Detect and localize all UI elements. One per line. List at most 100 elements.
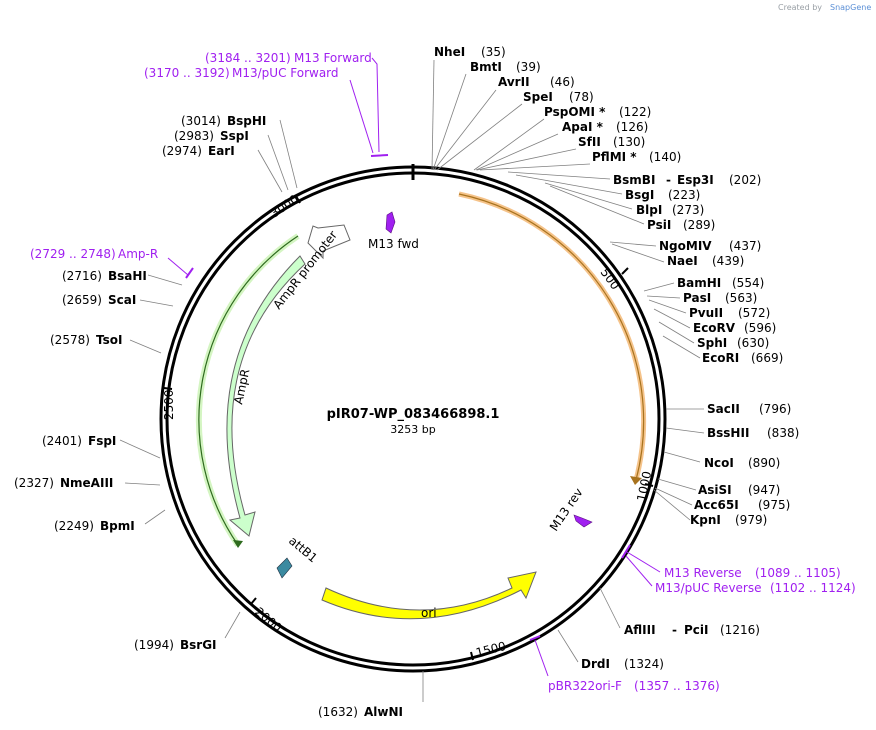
enzyme-name: PflMI *	[592, 150, 637, 164]
tick-label-1500: 1500	[474, 639, 507, 660]
enzyme-name: NcoI	[704, 456, 734, 470]
ampr-promoter-arrow	[307, 224, 351, 260]
ampr-promoter-label: AmpR promoter	[270, 228, 340, 312]
enzyme-position: (796)	[759, 402, 791, 416]
primer-range: (1102 .. 1124)	[770, 581, 856, 595]
enzyme-name: Esp3I	[677, 173, 714, 187]
enzyme-pair-dash: -	[666, 173, 671, 187]
enzyme-name: PsiI	[647, 218, 671, 232]
enzyme-position: (3014)	[181, 114, 221, 128]
ori-arrow	[321, 571, 537, 620]
enzyme-name: EcoRI	[702, 351, 739, 365]
enzyme-position: (975)	[758, 498, 790, 512]
enzyme-name: NmeAIII	[60, 476, 113, 490]
primer-name: M13/pUC Reverse	[655, 581, 762, 595]
enzyme-position: (289)	[683, 218, 715, 232]
enzyme-position: (273)	[672, 203, 704, 217]
enzyme-position: (2401)	[42, 434, 82, 448]
enzyme-name: BsgI	[625, 188, 654, 202]
enzyme-name: SphI	[697, 336, 727, 350]
primer-range: (1357 .. 1376)	[634, 679, 720, 693]
enzyme-position: (140)	[649, 150, 681, 164]
enzyme-name: EcoRV	[693, 321, 736, 335]
tick-label-2000: 2000	[252, 605, 284, 635]
enzyme-position: (2974)	[162, 144, 202, 158]
attb1-label: attB1	[286, 534, 320, 566]
plasmid-length: 3253 bp	[390, 423, 435, 436]
enzyme-position: (2578)	[50, 333, 90, 347]
enzyme-name: PciI	[684, 623, 709, 637]
tick-mark	[644, 483, 654, 487]
leader-line	[371, 57, 380, 153]
enzyme-name: ApaI *	[562, 120, 604, 134]
plasmid-name: pIR07-WP_083466898.1	[327, 407, 500, 422]
enzyme-name: BamHI	[677, 276, 721, 290]
enzyme-name: BsaHI	[108, 269, 147, 283]
primer-name: M13 Forward	[294, 51, 372, 65]
enzyme-position: (630)	[737, 336, 769, 350]
enzyme-name: AvrII	[498, 75, 530, 89]
enzyme-name: PspOMI *	[544, 105, 606, 119]
enzyme-name: PasI	[683, 291, 711, 305]
enzyme-position: (78)	[569, 90, 594, 104]
leader-line	[625, 555, 653, 587]
primer-range: (3170 .. 3192)	[144, 66, 230, 80]
enzyme-name: SspI	[220, 129, 249, 143]
enzyme-position: (2659)	[62, 293, 102, 307]
tick-mark	[621, 267, 629, 275]
attb1-marker	[276, 557, 293, 579]
enzyme-position: (223)	[668, 188, 700, 202]
enzyme-position: (669)	[751, 351, 783, 365]
ampr-region-arrowhead	[233, 540, 243, 548]
ampr-feature-arrow	[226, 255, 306, 537]
primer-name: M13 Reverse	[664, 566, 742, 580]
enzyme-name: Acc65I	[694, 498, 739, 512]
leader-line	[626, 551, 661, 573]
m13-fwd-label: M13 fwd	[368, 237, 419, 251]
tick-mark	[250, 597, 257, 605]
enzyme-position: (979)	[735, 513, 767, 527]
enzyme-position: (596)	[744, 321, 776, 335]
amp-r-site	[185, 267, 194, 279]
enzyme-position: (39)	[516, 60, 541, 74]
m13-forward-site	[370, 154, 389, 157]
enzyme-position: (890)	[748, 456, 780, 470]
enzyme-name: BspHI	[227, 114, 266, 128]
primer-name: Amp-R	[118, 247, 158, 261]
tick-mark	[470, 651, 474, 661]
enzyme-position: (1216)	[720, 623, 760, 637]
tick-mark	[163, 387, 173, 390]
enzyme-position: (1632)	[318, 705, 358, 719]
primer-name: pBR322ori-F	[548, 679, 622, 693]
enzyme-name: SacII	[707, 402, 740, 416]
enzyme-name: EarI	[208, 144, 235, 158]
enzyme-name: NheI	[434, 45, 465, 59]
enzyme-position: (46)	[550, 75, 575, 89]
orf-arc	[458, 191, 647, 481]
ori-label: ori	[421, 606, 437, 620]
enzyme-name: SfII	[578, 135, 601, 149]
primer-range: (3184 .. 3201)	[205, 51, 291, 65]
enzyme-position: (563)	[725, 291, 757, 305]
enzyme-leader-lines	[119, 59, 705, 702]
enzyme-name: BsrGI	[180, 638, 217, 652]
enzyme-name: NaeI	[667, 254, 698, 268]
enzyme-position: (35)	[481, 45, 506, 59]
enzyme-position: (122)	[619, 105, 651, 119]
enzyme-name: FspI	[88, 434, 116, 448]
leader-line	[167, 257, 189, 276]
enzyme-name: NgoMIV	[659, 239, 712, 253]
enzyme-position: (947)	[748, 483, 780, 497]
enzyme-position: (1324)	[624, 657, 664, 671]
enzyme-position: (572)	[738, 306, 770, 320]
enzyme-position: (2983)	[174, 129, 214, 143]
m13-rev-arrow	[573, 514, 593, 528]
m13-rev-label: M13 rev	[547, 486, 586, 534]
enzyme-name: BlpI	[636, 203, 662, 217]
enzyme-position: (437)	[729, 239, 761, 253]
credit-created-by: Created by	[778, 3, 822, 12]
ampr-region-arc-line	[198, 235, 299, 546]
orf-arc-arrowhead	[630, 476, 642, 485]
leader-line	[349, 79, 374, 154]
